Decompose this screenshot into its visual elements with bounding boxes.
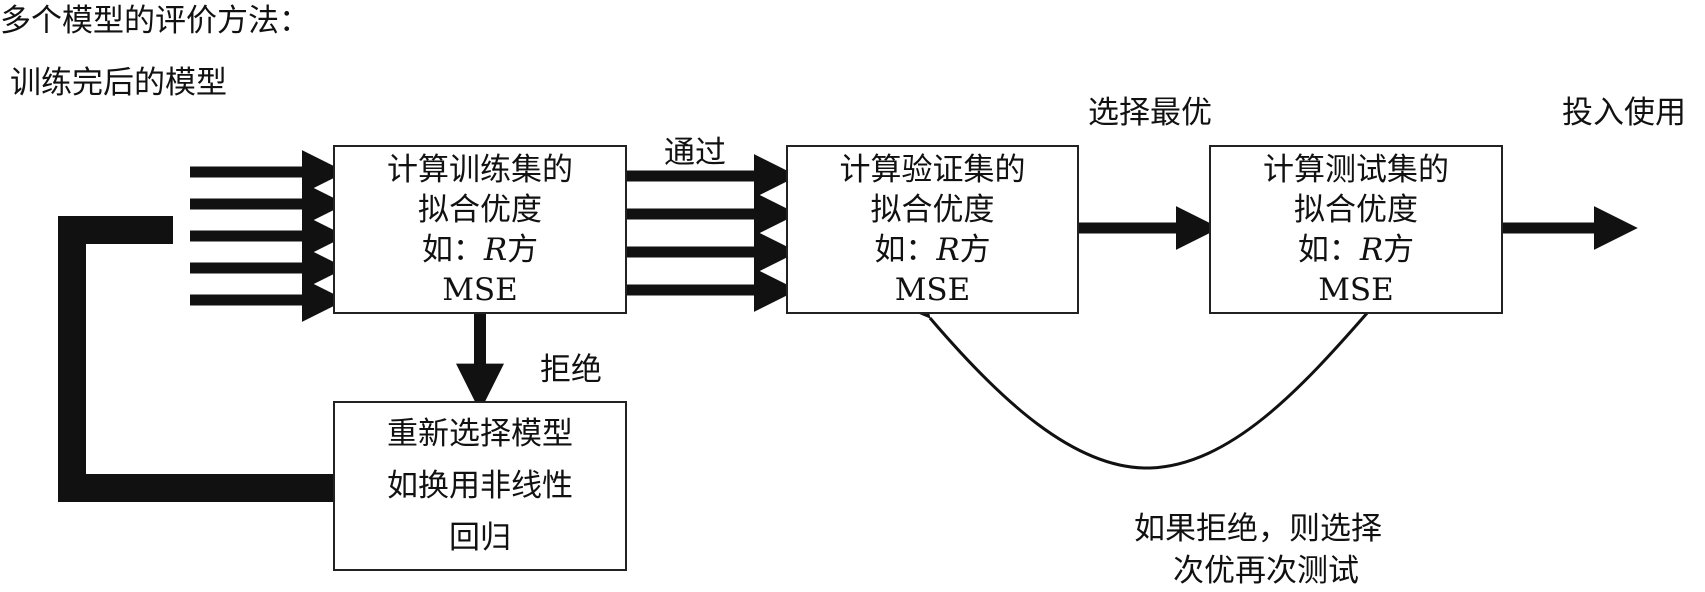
reselect-box-line3: 回归 bbox=[449, 520, 511, 556]
validate-box-line4: MSE bbox=[894, 271, 971, 308]
train-box-r-symbol: R bbox=[483, 231, 508, 268]
reselect-feedback-loop bbox=[58, 216, 333, 502]
test-box-example-suffix: 方 bbox=[1383, 231, 1415, 268]
validate-box-example-suffix: 方 bbox=[959, 231, 991, 268]
model-input-arrows bbox=[190, 150, 346, 322]
reject-label: 拒绝 bbox=[540, 352, 602, 388]
train-box-line2: 拟合优度 bbox=[418, 191, 542, 228]
pass-label: 通过 bbox=[664, 135, 726, 171]
test-box-example-prefix: 如： bbox=[1297, 231, 1360, 268]
test-box-line3: 如：R方 bbox=[1298, 230, 1414, 270]
deploy-label: 投入使用 bbox=[1562, 95, 1686, 131]
train-box-example-prefix: 如： bbox=[421, 231, 484, 268]
diagram-subtitle: 训练完后的模型 bbox=[10, 65, 227, 101]
test-box-line2: 拟合优度 bbox=[1294, 191, 1418, 228]
fallback-label-line1: 如果拒绝，则选择 bbox=[1134, 511, 1382, 547]
diagram-title: 多个模型的评价方法： bbox=[0, 3, 310, 39]
fallback-curve-arrow bbox=[918, 305, 1370, 470]
test-box-line1: 计算测试集的 bbox=[1263, 151, 1449, 188]
validate-box-r-symbol: R bbox=[936, 231, 960, 268]
train-box-line1: 计算训练集的 bbox=[387, 151, 573, 188]
validate-box-line2: 拟合优度 bbox=[870, 191, 995, 228]
reselect-model-box: 重新选择模型 如换用非线性 回归 bbox=[333, 401, 627, 571]
reselect-box-line1: 重新选择模型 bbox=[387, 416, 573, 452]
test-box-line4: MSE bbox=[1318, 271, 1394, 308]
validate-box-line1: 计算验证集的 bbox=[839, 151, 1026, 188]
fallback-label-line2: 次优再次测试 bbox=[1173, 553, 1359, 589]
train-box-line4: MSE bbox=[442, 271, 518, 308]
select-best-label: 选择最优 bbox=[1088, 95, 1212, 131]
train-box-example-suffix: 方 bbox=[507, 231, 539, 268]
reselect-box-line2: 如换用非线性 bbox=[387, 468, 573, 504]
test-fit-box: 计算测试集的 拟合优度 如：R方 MSE bbox=[1209, 145, 1503, 314]
validate-box-line3: 如：R方 bbox=[874, 230, 990, 270]
train-box-line3: 如：R方 bbox=[422, 230, 538, 270]
test-box-r-symbol: R bbox=[1359, 231, 1384, 268]
validate-box-example-prefix: 如： bbox=[874, 231, 937, 268]
train-fit-box: 计算训练集的 拟合优度 如：R方 MSE bbox=[333, 145, 627, 314]
pass-arrows bbox=[626, 154, 798, 312]
validate-fit-box: 计算验证集的 拟合优度 如：R方 MSE bbox=[786, 145, 1079, 314]
